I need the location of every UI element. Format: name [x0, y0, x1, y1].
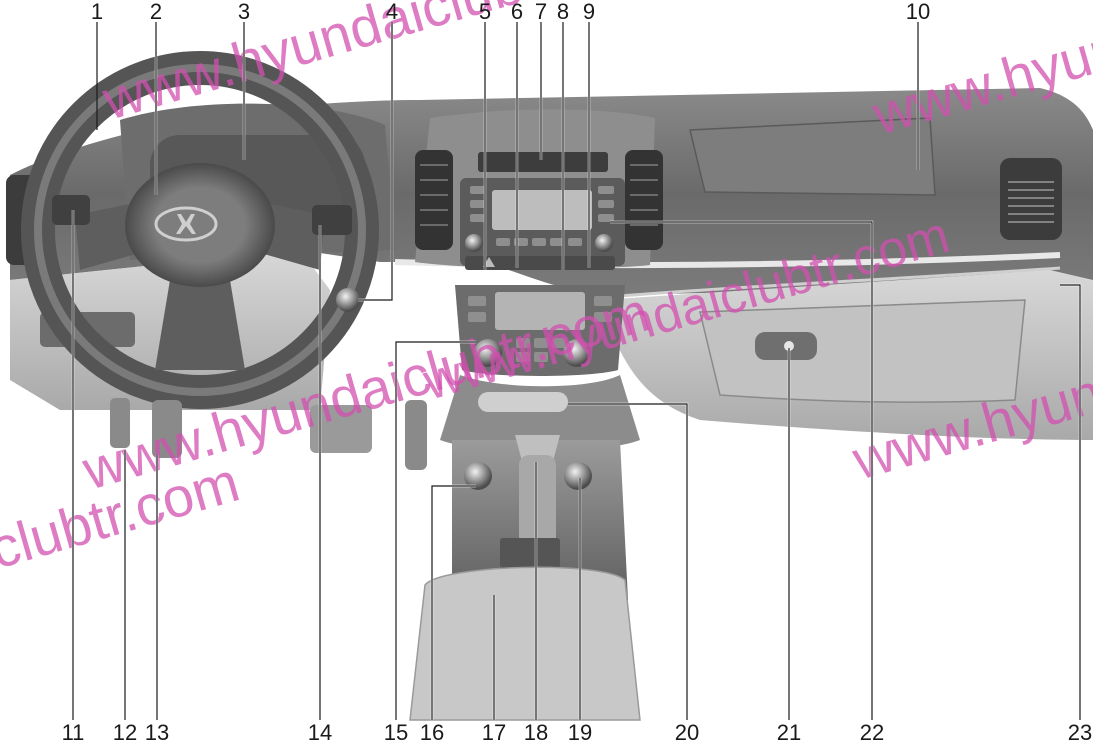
hood-release-lever	[110, 398, 130, 448]
callout-21: 21	[777, 720, 801, 745]
callout-5: 5	[479, 0, 491, 24]
shift-lever	[519, 455, 556, 560]
callout-11: 11	[62, 720, 85, 745]
passenger-airbag	[689, 117, 936, 196]
left-seat-warmer	[464, 462, 492, 490]
callout-15: 15	[384, 720, 408, 745]
callout-16: 16	[420, 720, 444, 745]
fuel-filler-lever	[152, 400, 182, 458]
callout-10: 10	[906, 0, 930, 24]
callout-23: 23	[1068, 720, 1092, 745]
callout-12: 12	[113, 720, 137, 745]
floor-console	[409, 435, 641, 721]
steering-wheel	[21, 51, 395, 458]
center-storage-tray	[478, 392, 568, 412]
driver-airbag	[125, 163, 275, 287]
callout-7: 7	[535, 0, 547, 24]
callout-2: 2	[150, 0, 162, 24]
callout-8: 8	[557, 0, 569, 24]
right-wheel-switches	[312, 205, 352, 235]
callout-6: 6	[511, 0, 523, 24]
watermark-text: www.hyundaiclubtr.com	[0, 450, 246, 672]
callout-3: 3	[238, 0, 250, 24]
callout-4: 4	[386, 0, 398, 24]
right-seat-warmer	[564, 462, 592, 490]
callout-14: 14	[308, 720, 332, 745]
callout-18: 18	[524, 720, 548, 745]
callout-numbers: 1 2 3 4 5 6 7 8 9 10 11 12 13 14 15 16 1…	[62, 0, 1093, 745]
center-stack	[415, 109, 663, 452]
callout-1: 1	[91, 0, 103, 24]
center-console-armrest	[409, 566, 641, 721]
callout-20: 20	[675, 720, 699, 745]
leader-lines	[71, 22, 1082, 720]
right-air-vent	[1000, 158, 1062, 240]
callout-22: 22	[860, 720, 884, 745]
hyundai-logo-icon	[154, 206, 218, 242]
callout-13: 13	[145, 720, 169, 745]
ignition-switch	[336, 288, 360, 312]
callout-19: 19	[568, 720, 592, 745]
callout-17: 17	[482, 720, 506, 745]
accelerator-pedal	[310, 405, 372, 453]
left-wheel-switches	[52, 195, 90, 225]
callout-9: 9	[583, 0, 595, 24]
digital-clock	[478, 152, 608, 172]
